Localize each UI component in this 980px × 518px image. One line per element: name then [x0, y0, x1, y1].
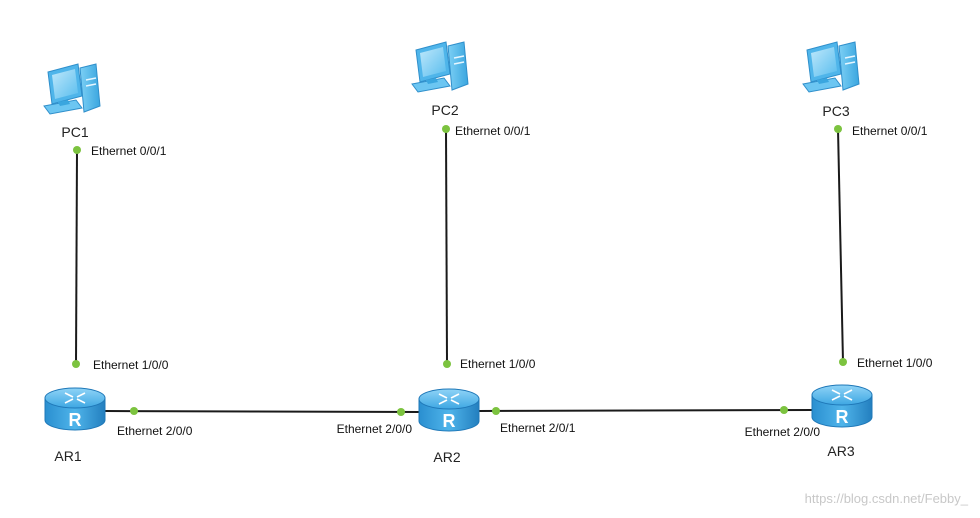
port-label-ar2: Ethernet 2/0/0 — [337, 422, 413, 436]
router-icon-ar1[interactable]: R — [44, 387, 106, 431]
node-label-pc3: PC3 — [822, 103, 849, 119]
router-badge-letter: R — [443, 411, 456, 431]
port-dot-ar2[interactable] — [397, 408, 405, 416]
port-dot-ar3[interactable] — [839, 358, 847, 366]
port-label-ar2: Ethernet 2/0/1 — [500, 421, 576, 435]
node-label-ar1: AR1 — [54, 448, 81, 464]
port-dot-ar2[interactable] — [492, 407, 500, 415]
link-pc2-ar2 — [445, 128, 448, 365]
port-label-pc1: Ethernet 0/0/1 — [91, 144, 167, 158]
node-label-pc2: PC2 — [431, 102, 458, 118]
node-label-pc1: PC1 — [61, 124, 88, 140]
router-badge-letter: R — [836, 407, 849, 427]
pc-icon-pc1[interactable] — [43, 63, 101, 115]
port-label-pc3: Ethernet 0/0/1 — [852, 124, 928, 138]
router-icon-ar2[interactable]: R — [418, 388, 480, 432]
link-pc3-ar3 — [837, 128, 844, 363]
port-dots-layer — [72, 125, 847, 416]
computer-icon — [411, 41, 469, 93]
watermark-text: https://blog.csdn.net/Febby_ — [805, 491, 969, 506]
port-dot-pc2[interactable] — [442, 125, 450, 133]
port-label-ar3: Ethernet 1/0/0 — [857, 356, 933, 370]
port-dot-ar1[interactable] — [72, 360, 80, 368]
port-label-ar1: Ethernet 2/0/0 — [117, 424, 193, 438]
router-badge-letter: R — [69, 410, 82, 430]
port-dot-ar1[interactable] — [130, 407, 138, 415]
port-label-ar2: Ethernet 1/0/0 — [460, 357, 536, 371]
port-label-pc2: Ethernet 0/0/1 — [455, 124, 531, 138]
link-pc1-ar1 — [75, 149, 78, 365]
computer-icon — [43, 63, 101, 115]
link-ar1-ar2 — [104, 410, 421, 413]
port-label-ar1: Ethernet 1/0/0 — [93, 358, 169, 372]
port-dot-pc1[interactable] — [73, 146, 81, 154]
port-dot-ar2[interactable] — [443, 360, 451, 368]
port-label-ar3: Ethernet 2/0/0 — [745, 425, 821, 439]
links-layer — [75, 128, 844, 413]
link-ar2-ar3 — [477, 409, 814, 412]
port-dot-ar3[interactable] — [780, 406, 788, 414]
router-icon-ar3[interactable]: R — [811, 384, 873, 428]
node-label-ar2: AR2 — [433, 449, 460, 465]
pc-icon-pc2[interactable] — [411, 41, 469, 93]
computer-icon — [802, 41, 860, 93]
pc-icon-pc3[interactable] — [802, 41, 860, 93]
port-dot-pc3[interactable] — [834, 125, 842, 133]
node-label-ar3: AR3 — [827, 443, 854, 459]
